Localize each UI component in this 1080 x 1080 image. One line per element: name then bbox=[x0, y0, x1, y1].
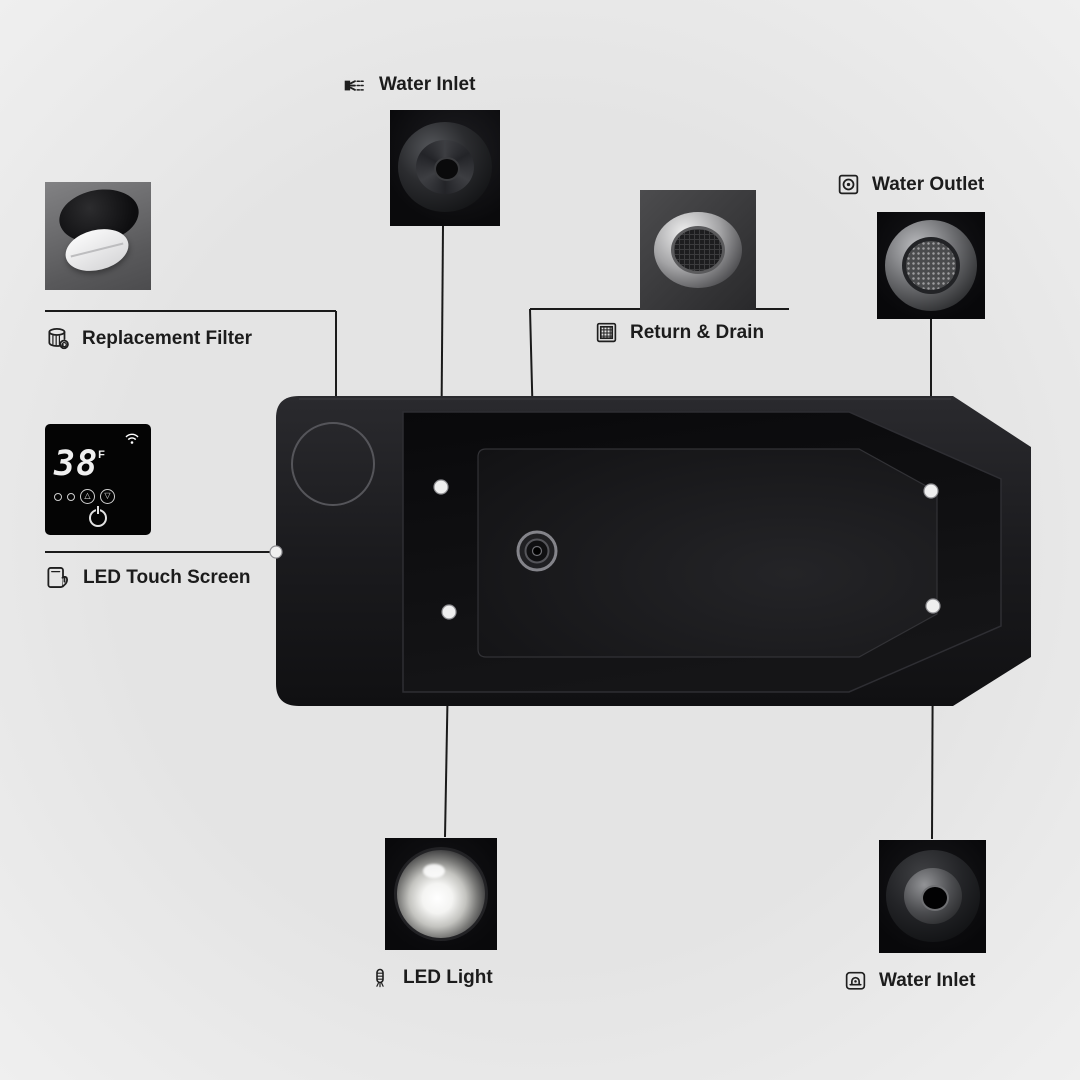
water-inlet-top-photo bbox=[390, 110, 500, 226]
callout-led-touch-screen: LED Touch Screen bbox=[45, 564, 251, 591]
drain-fixture bbox=[516, 530, 558, 572]
filter-lid-outline bbox=[291, 422, 375, 506]
led-light-photo bbox=[385, 838, 497, 950]
callout-led-light: LED Light bbox=[368, 966, 493, 990]
port-markers bbox=[269, 479, 941, 620]
callout-label: Water Inlet bbox=[879, 969, 976, 991]
wifi-icon bbox=[125, 433, 139, 444]
inlet-port-icon bbox=[845, 971, 866, 990]
replacement-filter-photo bbox=[45, 182, 151, 290]
outlet-port-icon bbox=[838, 174, 859, 195]
screen-temperature: 38 bbox=[54, 444, 99, 484]
callout-water-inlet-top: Water Inlet bbox=[342, 72, 475, 98]
return-drain-photo bbox=[640, 190, 756, 310]
up-icon[interactable]: △ bbox=[80, 489, 95, 504]
callout-label: Water Inlet bbox=[379, 74, 476, 95]
callout-replacement-filter: Replacement Filter bbox=[45, 326, 252, 352]
water-outlet-photo bbox=[877, 212, 985, 319]
down-icon[interactable]: ▽ bbox=[100, 489, 115, 504]
basin-floor bbox=[477, 448, 938, 658]
filter-cartridge-icon bbox=[48, 328, 69, 350]
led-touch-screen-photo: 38 F △ ▽ bbox=[45, 424, 151, 535]
callout-label: LED Touch Screen bbox=[83, 566, 251, 588]
led-bulb-icon bbox=[376, 968, 384, 988]
callout-label: Water Outlet bbox=[872, 173, 985, 195]
callout-label: Return & Drain bbox=[630, 321, 765, 343]
callout-label: Replacement Filter bbox=[82, 328, 252, 349]
mode2-icon[interactable] bbox=[67, 492, 75, 501]
callout-label: LED Light bbox=[403, 967, 493, 988]
screen-unit: F bbox=[98, 449, 105, 461]
mode-icon[interactable] bbox=[54, 492, 62, 501]
drain-grid-icon bbox=[596, 322, 617, 343]
touch-screen-icon bbox=[47, 567, 68, 588]
power-icon[interactable] bbox=[89, 509, 107, 527]
water-inlet-bottom-photo bbox=[879, 840, 986, 953]
callout-water-outlet: Water Outlet bbox=[836, 172, 984, 197]
spray-nozzle-icon bbox=[344, 80, 364, 91]
callout-return-drain: Return & Drain bbox=[594, 320, 764, 345]
callout-water-inlet-bottom: Water Inlet bbox=[843, 968, 975, 993]
